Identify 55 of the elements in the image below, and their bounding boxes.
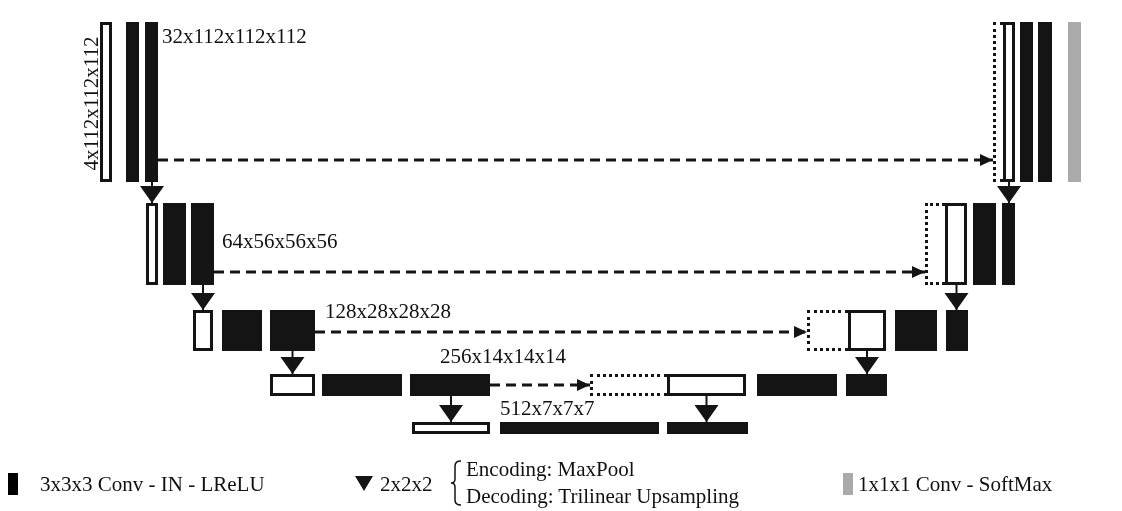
input-block-bar — [100, 22, 112, 182]
input-block-bar — [945, 203, 967, 285]
tensor-size-label: 32x112x112x112 — [162, 26, 307, 47]
input-block-bar — [270, 374, 315, 396]
input-block-bar — [146, 203, 158, 285]
softmax-block-bar — [1068, 22, 1081, 182]
concatenated-block-bar — [925, 203, 945, 285]
sampling-arrow — [191, 284, 215, 311]
conv-block-bar — [846, 374, 887, 396]
concatenated-block-bar — [590, 374, 667, 396]
input-block-bar — [1003, 22, 1015, 182]
skip-connection-arrow — [490, 379, 590, 391]
input-block-bar — [667, 374, 746, 396]
sampling-arrow — [694, 395, 719, 423]
conv-block-bar — [946, 310, 968, 351]
conv-block-bar — [1038, 22, 1052, 182]
conv-block-bar — [222, 310, 262, 351]
conv-block-bar — [410, 374, 490, 396]
conv-block-bar — [1020, 22, 1033, 182]
tensor-size-label: 512x7x7x7 — [500, 398, 595, 419]
conv-block-bar — [145, 22, 158, 182]
conv-block-bar — [1002, 203, 1015, 285]
skip-connection-arrow — [158, 154, 993, 166]
conv-block-bar — [126, 22, 139, 182]
concatenated-block-bar — [807, 310, 848, 351]
tensor-size-label: 256x14x14x14 — [440, 346, 566, 367]
legend-note: Encoding: MaxPool — [466, 459, 635, 480]
input-block-bar — [193, 310, 213, 351]
sampling-arrow — [855, 350, 879, 375]
conv-block-bar — [500, 422, 659, 434]
sampling-arrow — [140, 181, 164, 204]
conv-block-bar — [973, 203, 996, 285]
input-block-bar — [412, 422, 490, 434]
input-block-bar — [848, 310, 886, 351]
conv-block-bar — [667, 422, 748, 434]
skip-connection-arrow — [315, 326, 807, 338]
conv-block-bar — [270, 310, 315, 351]
legend-note: Decoding: Trilinear Upsampling — [466, 486, 739, 507]
conv-block-bar — [322, 374, 402, 396]
conv-block-bar — [895, 310, 937, 351]
sampling-arrow — [944, 284, 969, 311]
legend-label: 3x3x3 Conv - IN - LReLU — [40, 474, 265, 495]
sampling-arrow — [439, 395, 463, 423]
sampling-arrow — [280, 350, 305, 375]
conv-block-bar — [757, 374, 837, 396]
legend-label: 1x1x1 Conv - SoftMax — [858, 474, 1053, 495]
conv-block-bar — [191, 203, 214, 285]
tensor-size-label: 64x56x56x56 — [222, 231, 338, 252]
tensor-size-label: 128x28x28x28 — [325, 301, 451, 322]
legend-label: 2x2x2 — [380, 474, 433, 495]
tensor-size-label: 4x112x112x112 — [80, 35, 102, 171]
conv-block-bar — [163, 203, 186, 285]
skip-connection-arrow — [214, 266, 925, 278]
concatenated-block-bar — [993, 22, 1003, 182]
sampling-arrow — [997, 181, 1021, 204]
